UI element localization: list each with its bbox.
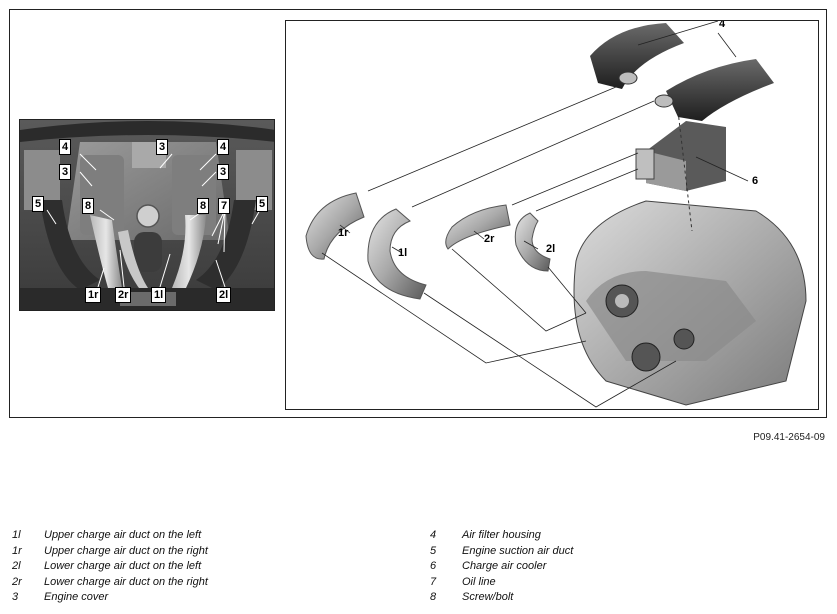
diagram-callout-4: 4 <box>719 20 726 30</box>
legend-item: 5 Engine suction air duct <box>430 544 573 560</box>
photo-callout-4-left: 4 <box>59 139 72 155</box>
legend-item: 1r Upper charge air duct on the right <box>12 544 208 560</box>
legend-item: 3 Engine cover <box>12 590 208 606</box>
legend-right: 4 Air filter housing 5 Engine suction ai… <box>430 528 573 606</box>
photo-callout-5-left: 5 <box>32 196 45 212</box>
legend-text: Engine suction air duct <box>462 544 574 557</box>
photo-callout-8-left: 8 <box>82 198 95 214</box>
legend-key: 3 <box>12 591 19 603</box>
legend-text: Air filter housing <box>462 529 541 541</box>
legend-text: Screw/bolt <box>462 591 514 603</box>
photo-callout-3-top: 3 <box>156 139 169 155</box>
legend-key: 5 <box>430 544 437 557</box>
legend-text: Upper charge air duct on the right <box>44 544 208 557</box>
diagram-callout-1l: 1l <box>398 247 408 259</box>
photo-callout-1r: 1r <box>85 287 102 303</box>
figure-code: P09.41-2654-09 <box>753 432 825 443</box>
legend-key: 1l <box>12 529 21 541</box>
photo-callout-3-left: 3 <box>59 164 72 180</box>
legend-text: Oil line <box>462 575 496 588</box>
legend-text: Lower charge air duct on the right <box>44 575 208 588</box>
legend-text: Upper charge air duct on the left <box>44 529 202 541</box>
legend-key: 8 <box>430 591 437 603</box>
engine-bay-photo: 4 4 3 3 3 5 5 8 8 7 1r 2r 1l 2l <box>19 119 275 311</box>
exploded-view-illustration <box>305 21 807 408</box>
photo-callout-3-right: 3 <box>217 164 230 180</box>
legend-item: 2l Lower charge air duct on the left <box>12 559 208 575</box>
legend-item: 4 Air filter housing <box>430 528 573 544</box>
legend-text: Engine cover <box>44 591 109 603</box>
legend-item: 6 Charge air cooler <box>430 559 573 575</box>
photo-callout-2r: 2r <box>115 287 132 303</box>
legend-left: 1l Upper charge air duct on the left 1r … <box>12 528 208 606</box>
legend-key: 7 <box>430 575 437 588</box>
legend-key: 1r <box>12 544 22 557</box>
photo-callout-5-right: 5 <box>256 196 269 212</box>
legend-item: 1l Upper charge air duct on the left <box>12 528 208 544</box>
diagram-callout-2r: 2r <box>484 233 495 245</box>
air-filter-housing-left <box>590 23 684 89</box>
photo-callout-1l: 1l <box>151 287 167 303</box>
legend-item: 8 Screw/bolt <box>430 590 573 606</box>
charge-air-cooler <box>635 121 726 191</box>
photo-callout-2l: 2l <box>216 287 232 303</box>
legend-key: 4 <box>430 529 437 541</box>
engine-block <box>573 110 807 406</box>
photo-callout-4-right: 4 <box>217 139 230 155</box>
exploded-view-diagram: 4 6 1r 1l 2r 2l <box>285 20 819 410</box>
legend-key: 6 <box>430 560 437 572</box>
legend-item: 2r Lower charge air duct on the right <box>12 575 208 591</box>
legend-key: 2r <box>12 575 22 588</box>
diagram-callout-2l: 2l <box>546 243 556 255</box>
legend-item: 7 Oil line <box>430 575 573 591</box>
photo-callout-7: 7 <box>218 198 231 214</box>
legend-text: Charge air cooler <box>462 560 547 572</box>
air-filter-housing-right <box>654 59 774 121</box>
photo-callout-8-right: 8 <box>197 198 210 214</box>
legend-text: Lower charge air duct on the left <box>44 560 202 572</box>
legend-key: 2l <box>12 560 21 572</box>
diagram-callout-6: 6 <box>752 175 759 187</box>
diagram-callout-1r: 1r <box>338 227 349 239</box>
